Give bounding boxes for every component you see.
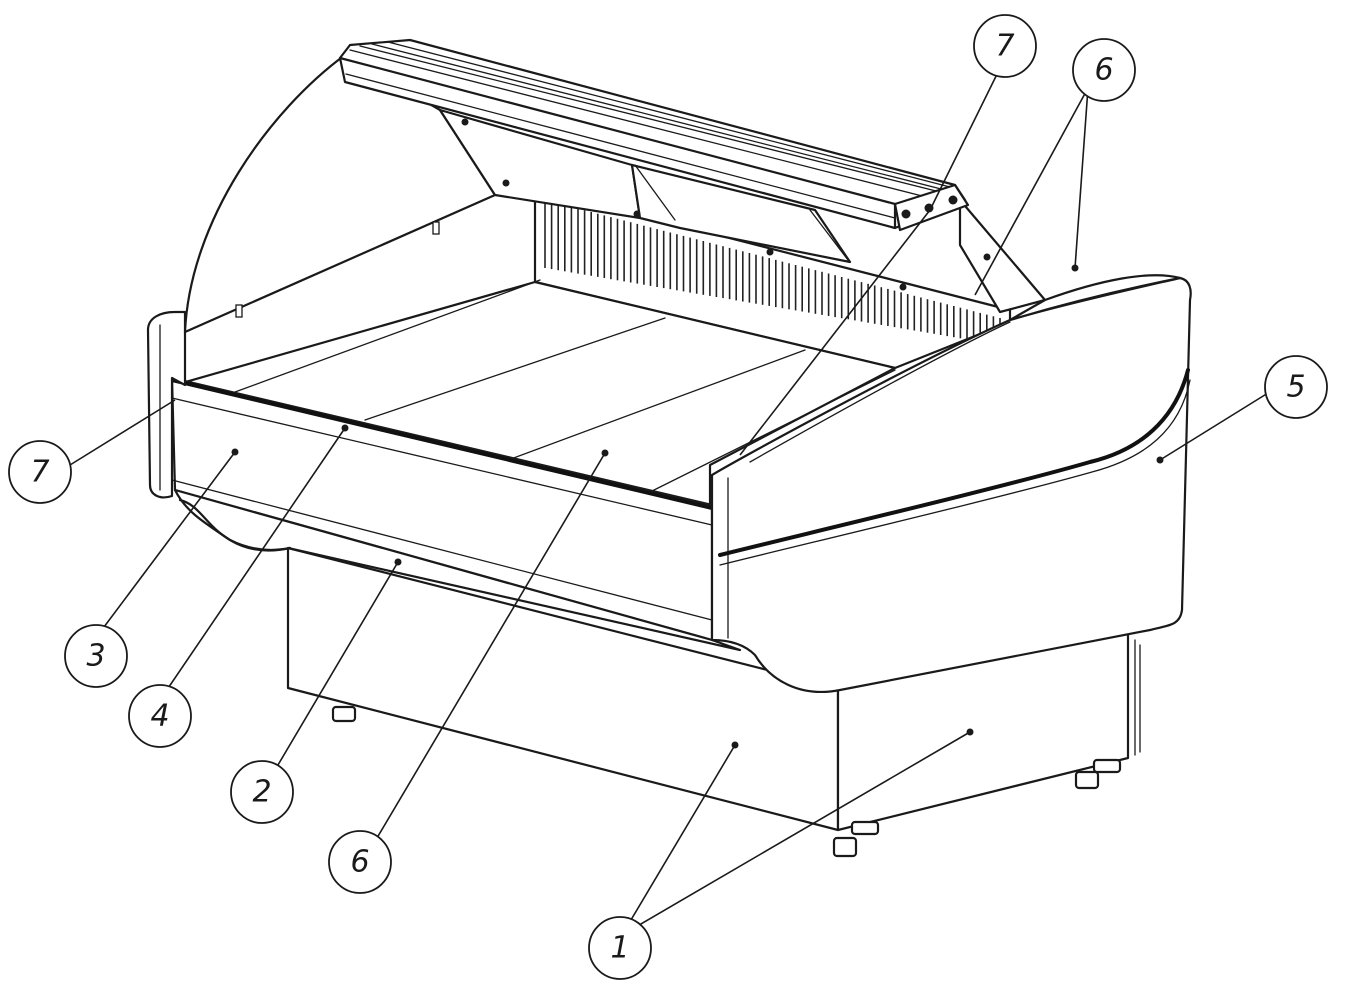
foot-front-right	[832, 820, 880, 858]
callout-label: 1	[610, 931, 629, 966]
callout-label: 7	[995, 29, 1014, 64]
callout-7-top: 7	[973, 14, 1037, 78]
front-panel	[170, 376, 742, 652]
right-side-panel	[710, 274, 1192, 693]
callout-7-left: 7	[8, 440, 72, 504]
callout-1: 1	[588, 916, 652, 980]
callout-6-bottom: 6	[328, 830, 392, 894]
callout-label: 4	[150, 699, 169, 734]
callout-4: 4	[128, 684, 192, 748]
callout-3: 3	[64, 624, 128, 688]
leader-lines	[69, 57, 1269, 936]
callout-label: 5	[1286, 370, 1305, 405]
callout-label: 2	[252, 775, 271, 810]
callout-2: 2	[230, 760, 294, 824]
callout-label: 7	[30, 455, 49, 490]
top-light-canopy	[338, 38, 970, 232]
callout-6-top: 6	[1072, 38, 1136, 102]
callout-label: 6	[350, 845, 369, 880]
callout-5: 5	[1264, 355, 1328, 419]
callout-label: 6	[1094, 53, 1113, 88]
top-glass	[438, 108, 1047, 314]
callout-label: 3	[86, 639, 105, 674]
foot-back-right	[1074, 758, 1122, 790]
foot-front-left	[331, 705, 357, 723]
